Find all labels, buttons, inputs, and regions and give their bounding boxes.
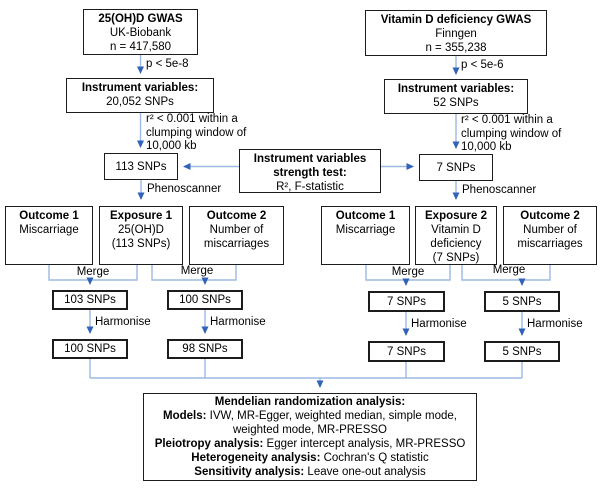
box-outcome1-right: Outcome 1 Miscarriage <box>321 206 410 265</box>
box-outcome1-left: Outcome 1 Miscarriage <box>5 206 93 265</box>
strength-test-stats: R², F-statistic <box>276 181 344 193</box>
label-harmonise-4: Harmonise <box>527 318 583 330</box>
gwas-sample-size: n = 417,580 <box>109 41 172 53</box>
box-title: Outcome 2 <box>206 210 267 222</box>
mr-models-line: Models: IVW, MR-Egger, weighted median, … <box>162 409 457 422</box>
box-outcome2-right: Outcome 2 Number of miscarriages <box>503 206 597 265</box>
box-instrument-variables-right: Instrument variables: 52 SNPs <box>384 79 528 114</box>
label-merge-4: Merge <box>492 264 526 276</box>
box-harmonised-5-snps: 5 SNPs <box>484 341 560 362</box>
box-title: Outcome 1 <box>19 210 79 222</box>
label-merge-2: Merge <box>180 265 214 277</box>
gwas-cohort: UK-Biobank <box>109 27 172 39</box>
outcome-text: Miscarriage <box>335 224 396 236</box>
outcome-text: Number of miscarriages <box>203 224 270 250</box>
box-title: Instrument variables: <box>81 82 199 94</box>
box-vitd-gwas: Vitamin D deficiency GWAS Finngen n = 35… <box>365 10 547 56</box>
label-p-threshold-left: p < 5e-8 <box>146 58 189 70</box>
box-25ohd-gwas: 25(OH)D GWAS UK-Biobank n = 417,580 <box>83 9 198 55</box>
box-harmonised-100-snps: 100 SNPs <box>52 339 128 359</box>
label-harmonise-1: Harmonise <box>95 316 151 328</box>
box-title: Vitamin D deficiency GWAS <box>380 14 532 26</box>
box-harmonised-98-snps: 98 SNPs <box>167 339 243 359</box>
box-title: Exposure 2 <box>425 210 487 222</box>
snp-count: 52 SNPs <box>433 97 479 109</box>
box-merged-7-snps: 7 SNPs <box>368 291 445 312</box>
box-merged-103-snps: 103 SNPs <box>52 290 128 310</box>
box-exposure2: Exposure 2 Vitamin D deficiency (7 SNPs) <box>415 206 497 265</box>
mr-sensitivity-line: Sensitivity analysis: Leave one-out anal… <box>194 465 426 478</box>
mr-title: Mendelian randomization analysis: <box>214 396 406 408</box>
box-exposure1: Exposure 1 25(OH)D (113 SNPs) <box>99 206 183 265</box>
snp-count: 20,052 SNPs <box>106 96 174 108</box>
box-instrument-variables-left: Instrument variables: 20,052 SNPs <box>66 78 214 113</box>
gwas-sample-size: n = 355,238 <box>425 42 487 54</box>
label-phenoscanner-left: Phenoscanner <box>147 183 222 195</box>
box-merged-5-snps: 5 SNPs <box>484 291 560 312</box>
box-merged-100-snps: 100 SNPs <box>167 290 243 310</box>
box-title: Instrument variables: <box>397 83 515 95</box>
label-harmonise-3: Harmonise <box>411 318 467 330</box>
box-113-snps: 113 SNPs <box>104 153 178 180</box>
box-harmonised-7-snps: 7 SNPs <box>368 341 445 362</box>
outcome-text: Miscarriage <box>19 224 79 236</box>
mr-heterogeneity-line: Heterogeneity analysis: Cochran's Q stat… <box>191 451 429 464</box>
outcome-text: Number of miscarriages <box>517 224 583 250</box>
label-harmonise-2: Harmonise <box>210 316 266 328</box>
exposure-text: 25(OH)D (113 SNPs) <box>111 224 171 250</box>
box-title: 25(OH)D GWAS <box>98 13 183 25</box>
label-clumping-right: r² < 0.001 within a clumping window of 1… <box>461 114 562 153</box>
mr-pleiotropy-line: Pleiotropy analysis: Egger intercept ana… <box>154 437 466 450</box>
label-phenoscanner-right: Phenoscanner <box>462 184 537 196</box>
box-title: Instrument variables strength test: <box>253 153 367 179</box>
label-p-threshold-right: p < 5e-6 <box>461 59 504 71</box>
label-clumping-left: r² < 0.001 within a clumping window of 1… <box>146 113 247 152</box>
box-strength-test: Instrument variables strength test: R², … <box>239 149 381 193</box>
label-merge-3: Merge <box>391 266 425 278</box>
exposure-text: Vitamin D deficiency (7 SNPs) <box>430 224 482 264</box>
box-outcome2-left: Outcome 2 Number of miscarriages <box>189 206 284 265</box>
box-mr-analysis: Mendelian randomization analysis: Models… <box>143 393 477 481</box>
box-title: Outcome 1 <box>335 210 396 222</box>
gwas-cohort: Finngen <box>435 28 477 40</box>
mr-models-line2: weighted mode, MR-PRESSO <box>232 423 388 436</box>
box-title: Exposure 1 <box>110 210 172 222</box>
box-7-snps-initial: 7 SNPs <box>419 154 493 181</box>
box-title: Outcome 2 <box>520 210 580 222</box>
label-merge-1: Merge <box>76 266 110 278</box>
